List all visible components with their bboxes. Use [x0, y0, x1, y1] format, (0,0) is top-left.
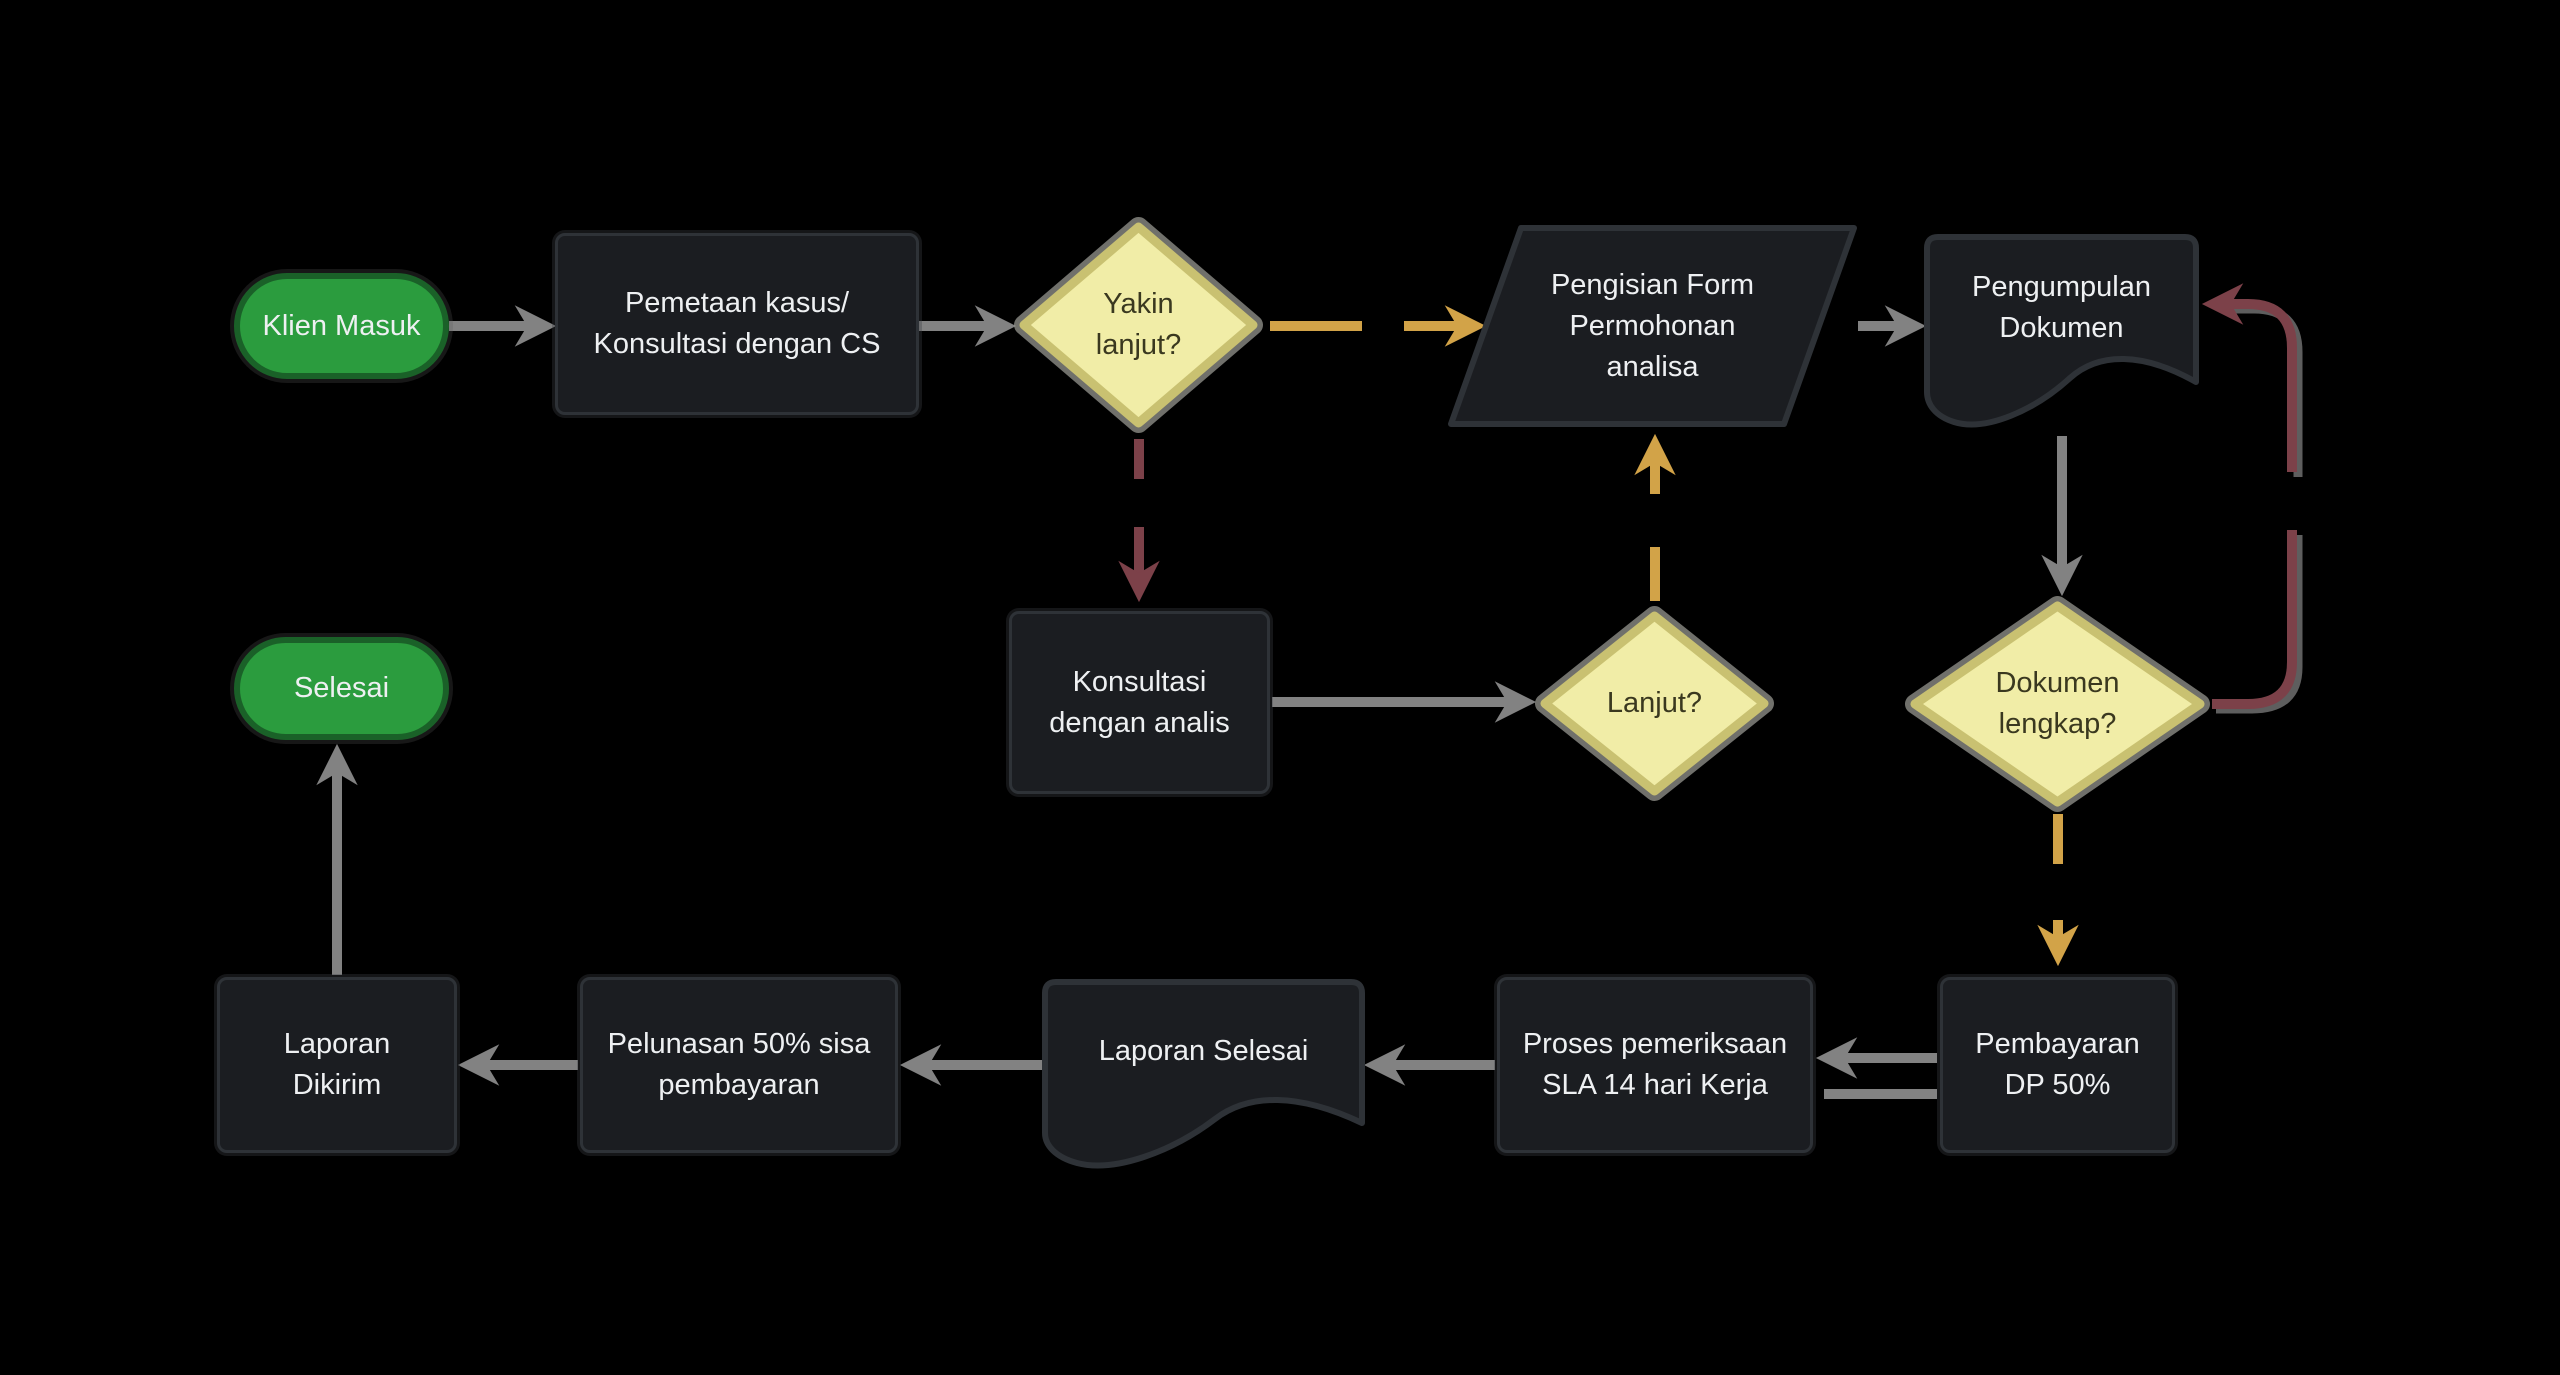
node-label: Lanjut? — [1606, 687, 1703, 719]
node-label: Yakin lanjut? — [1095, 288, 1182, 361]
node-label: Pengumpulan Dokumen — [1972, 271, 2151, 345]
document-shape — [1042, 979, 1365, 1169]
node-label: Pemetaan kasus/ Konsultasi dengan CS — [593, 287, 881, 360]
node-pengisian-form: Pengisian Form Permohonan analisa — [1445, 222, 1860, 430]
node-proses-pemeriksaan: Proses pemeriksaan SLA 14 hari Kerja — [1497, 977, 1813, 1153]
node-label: Selesai — [293, 672, 390, 704]
node-label: Pengisian Form Permohonan analisa — [1550, 268, 1755, 383]
node-label: Klien Masuk — [262, 309, 421, 342]
node-label: Pembayaran DP 50% — [1975, 1028, 2140, 1101]
parallelogram-shape — [1448, 225, 1857, 427]
node-pengumpulan-dokumen: Pengumpulan Dokumen — [1924, 232, 2199, 428]
node-dokumen-lengkap: Dokumen lengkap? — [1905, 596, 2210, 812]
edge-loop-seg2 — [2201, 283, 2297, 472]
node-label: Dokumen lengkap? — [1995, 667, 2120, 740]
node-pembayaran-dp: Pembayaran DP 50% — [1940, 977, 2175, 1153]
node-label: Laporan Selesai — [1098, 1034, 1309, 1067]
node-label: Proses pemeriksaan SLA 14 hari Kerja — [1522, 1028, 1788, 1101]
node-label: Pelunasan 50% sisa pembayaran — [607, 1028, 871, 1101]
node-klien-masuk: Klien Masuk — [234, 273, 449, 379]
node-lanjut: Lanjut? — [1535, 606, 1774, 801]
node-pemetaan-kasus: Pemetaan kasus/ Konsultasi dengan CS — [555, 233, 919, 415]
node-laporan-dikirim: Laporan Dikirim — [217, 977, 457, 1153]
edge-loop-seg1 — [2212, 530, 2297, 709]
document-shape — [1924, 234, 2199, 428]
diamond-shape — [1014, 217, 1263, 433]
node-label: Laporan Dikirim — [283, 1028, 391, 1101]
node-yakin-lanjut: Yakin lanjut? — [1014, 217, 1263, 433]
diamond-shape — [1535, 606, 1774, 801]
node-pelunasan: Pelunasan 50% sisa pembayaran — [580, 977, 898, 1153]
node-konsultasi-analis: Konsultasi dengan analis — [1009, 611, 1270, 794]
edge-loop-shadow — [2216, 535, 2303, 714]
node-laporan-selesai: Laporan Selesai — [1042, 977, 1365, 1169]
node-label: Konsultasi dengan analis — [1049, 665, 1230, 739]
node-selesai: Selesai — [234, 637, 449, 740]
diamond-shape — [1905, 596, 2210, 812]
